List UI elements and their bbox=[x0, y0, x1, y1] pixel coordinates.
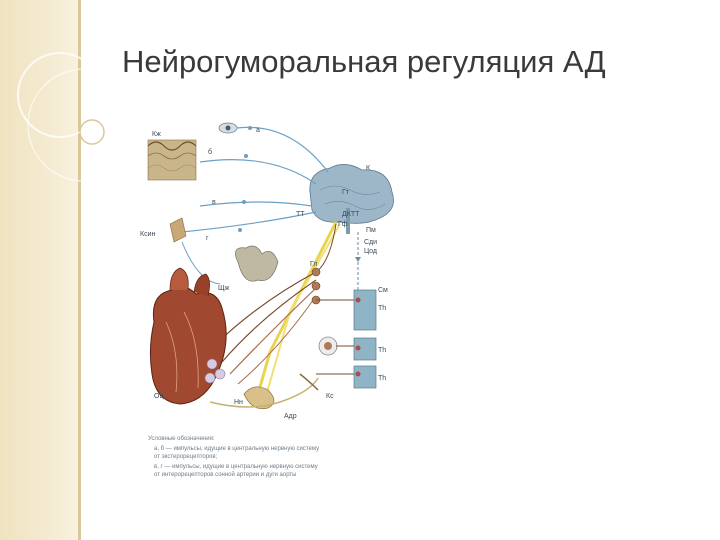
label-g: г bbox=[206, 235, 209, 242]
svg-text:в, г — импульсы, идущие в цент: в, г — импульсы, идущие в центральную не… bbox=[154, 464, 318, 470]
heart bbox=[149, 286, 227, 405]
label-a: а bbox=[256, 127, 260, 134]
label-kzh: Кж bbox=[152, 131, 161, 138]
legend-caption: Условные обозначения: а, б — импульсы, и… bbox=[148, 436, 319, 478]
label-gl: Гл bbox=[310, 261, 317, 268]
ganglion bbox=[311, 267, 321, 277]
label-ksin: Ксин bbox=[140, 231, 155, 238]
decorative-side-panel bbox=[0, 0, 78, 540]
label-gf: Гф bbox=[338, 221, 348, 228]
afferent-line-v bbox=[199, 201, 313, 207]
skin-section bbox=[147, 139, 197, 181]
label-adr: Адр bbox=[284, 413, 297, 420]
afferent-line-g bbox=[181, 211, 317, 233]
thyroid-gland bbox=[235, 245, 279, 282]
svg-text:Условные обозначения:: Условные обозначения: bbox=[148, 436, 215, 442]
neurohumoral-regulation-diagram: Кж а б в г К Гт ТТ ДКТТ Гф Пм Сди Цод Кс… bbox=[140, 122, 394, 478]
brain bbox=[309, 164, 394, 224]
label-th3: Th bbox=[378, 375, 386, 382]
spinal-segment-th3 bbox=[353, 365, 377, 389]
humoral-pathway bbox=[256, 221, 338, 395]
spinal-segment-sm bbox=[353, 289, 377, 331]
label-tsod: Цод bbox=[364, 248, 377, 255]
label-v: в bbox=[212, 199, 216, 206]
label-th1: Th bbox=[378, 305, 386, 312]
label-gt: Гт bbox=[342, 189, 350, 196]
svg-text:от экстерорецепторов;: от экстерорецепторов; bbox=[154, 454, 218, 460]
spinal-segment-th2 bbox=[353, 337, 377, 361]
side-panel-border bbox=[78, 0, 81, 540]
svg-text:от интерорецепторов сонной арт: от интерорецепторов сонной артерии и дуг… bbox=[154, 471, 296, 478]
label-ks: Кс bbox=[326, 393, 334, 400]
label-k: К bbox=[366, 165, 371, 172]
svg-text:а, б — импульсы, идущие в цент: а, б — импульсы, идущие в центральную не… bbox=[154, 446, 319, 452]
carotid-sinus bbox=[169, 217, 187, 243]
label-datt: ДКТТ bbox=[342, 211, 360, 218]
label-ots: Оц bbox=[154, 393, 163, 400]
page-title: Нейрогуморальная регуляция АД bbox=[122, 44, 606, 79]
label-nn: Нн bbox=[234, 399, 243, 406]
afferent-line-b bbox=[199, 159, 317, 185]
label-th2: Th bbox=[378, 347, 386, 354]
decorative-circles bbox=[17, 52, 140, 182]
label-sm: См bbox=[378, 287, 388, 294]
label-pm: Пм bbox=[366, 227, 376, 234]
label-sdi: Сди bbox=[364, 239, 377, 246]
label-shchzh: Щж bbox=[218, 285, 230, 292]
label-b: б bbox=[208, 148, 212, 156]
label-tt: ТТ bbox=[296, 211, 305, 218]
afferent-line-a bbox=[236, 126, 329, 173]
